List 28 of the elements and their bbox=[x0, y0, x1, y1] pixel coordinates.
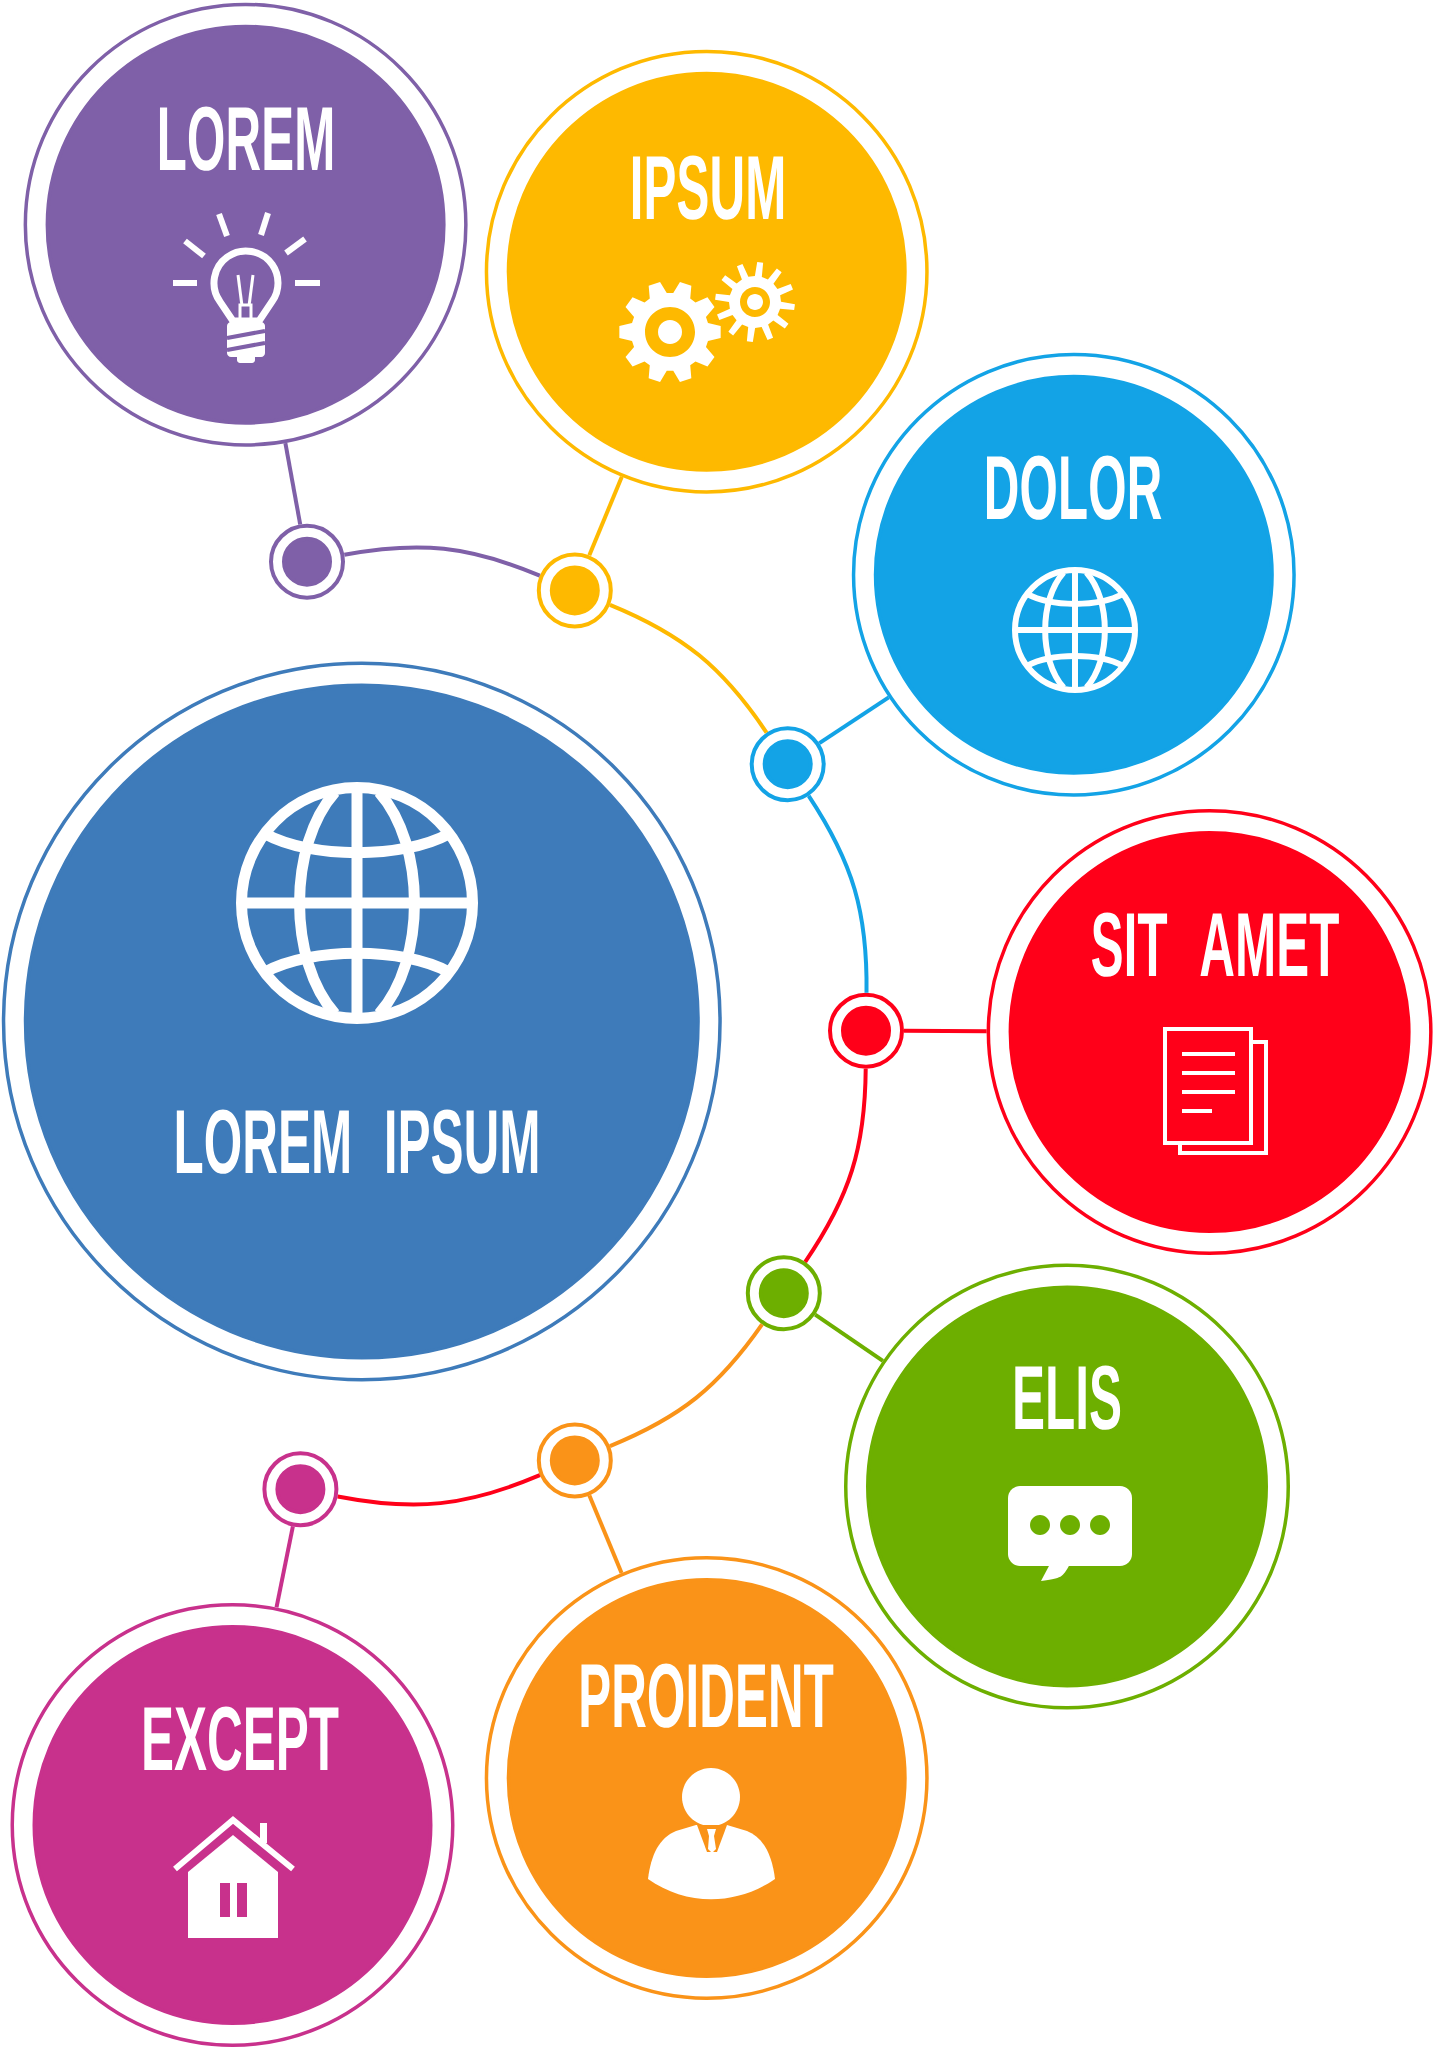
circle-node: DOLOR bbox=[851, 352, 1296, 797]
connector-dot bbox=[269, 523, 345, 600]
connector-line bbox=[283, 442, 303, 525]
circle-node: PROIDENT bbox=[484, 1556, 929, 2000]
connector-line bbox=[609, 602, 769, 734]
connector-line bbox=[344, 545, 541, 578]
connector-dot bbox=[828, 992, 904, 1069]
connector-dot bbox=[745, 1255, 822, 1332]
circle-node: IPSUM bbox=[484, 49, 929, 494]
connector-line bbox=[803, 1068, 868, 1263]
connector-line bbox=[807, 794, 869, 993]
circle-node: LOREM bbox=[23, 2, 468, 447]
connector-dot bbox=[262, 1451, 339, 1528]
circle-node: SIT AMET bbox=[986, 809, 1433, 1255]
connector-dot bbox=[536, 1422, 613, 1499]
connector-line bbox=[609, 1323, 764, 1448]
connector-line bbox=[587, 1494, 624, 1574]
connector-dot bbox=[749, 726, 826, 803]
circle-node: EXCEPT bbox=[10, 1603, 455, 2047]
connector-line bbox=[904, 1028, 987, 1034]
circle-node: ELIS bbox=[844, 1263, 1290, 1710]
connector-line bbox=[587, 476, 624, 557]
connector-line bbox=[818, 695, 890, 745]
circle-node: LOREM IPSUM bbox=[1, 661, 722, 1382]
connector-dot bbox=[536, 552, 613, 629]
connector-line bbox=[814, 1312, 884, 1363]
connector-line bbox=[337, 1473, 541, 1507]
connector-line bbox=[274, 1526, 295, 1608]
